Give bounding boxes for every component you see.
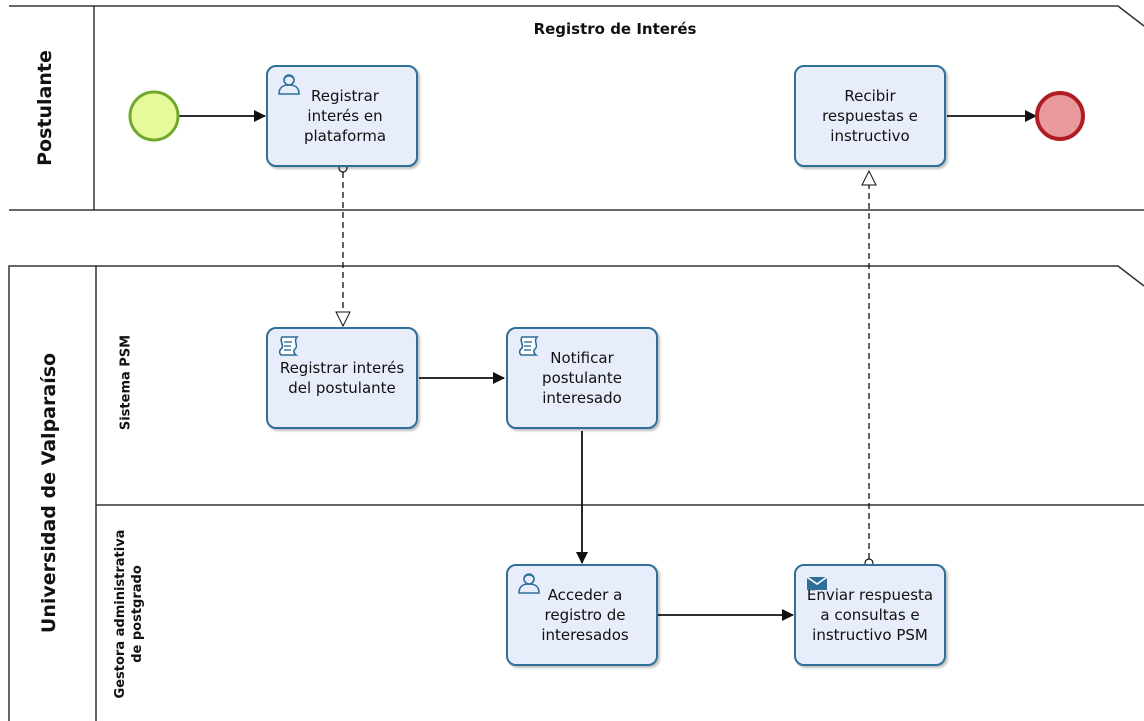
task-label: Recibir respuestas e instructivo xyxy=(822,87,918,145)
lane-gestora-label: Gestora administrativa de postgrado xyxy=(112,514,148,714)
task-registrar-interes-plataforma[interactable]: Registrar interés en plataforma xyxy=(266,65,418,167)
message-flow-enviar-to-recibir xyxy=(865,171,873,568)
lane-gestora-label-line1: Gestora administrativa xyxy=(113,529,128,699)
lane-gestora-label-line2: de postgrado xyxy=(130,565,145,663)
lane-sistema-label: Sistema PSM xyxy=(118,334,134,431)
task-recibir-respuestas[interactable]: Recibir respuestas e instructivo xyxy=(794,65,946,167)
task-label: Registrar interés en plataforma xyxy=(303,87,387,145)
script-icon xyxy=(518,336,539,356)
start-event[interactable] xyxy=(128,90,180,142)
end-event[interactable] xyxy=(1035,91,1085,141)
envelope-icon xyxy=(806,576,828,590)
task-notificar-postulante[interactable]: Notificar postulante interesado xyxy=(506,327,658,429)
diagram-title: Registro de Interés xyxy=(533,20,697,38)
task-label: Enviar respuesta a consultas e instructi… xyxy=(806,586,934,644)
task-registrar-interes-postulante[interactable]: Registrar interés del postulante xyxy=(266,327,418,429)
pool-universidad-border xyxy=(8,265,1144,721)
task-label: Acceder a registro de interesados xyxy=(541,586,629,644)
task-label: Notificar postulante interesado xyxy=(542,349,622,407)
pool-universidad-label: Universidad de Valparaíso xyxy=(38,352,60,634)
task-enviar-respuesta[interactable]: Enviar respuesta a consultas e instructi… xyxy=(794,564,946,666)
pool-postulante-label: Postulante xyxy=(34,50,56,166)
task-label: Registrar interés del postulante xyxy=(279,359,405,397)
user-icon xyxy=(278,74,300,95)
user-icon xyxy=(518,573,540,594)
script-icon xyxy=(278,336,299,356)
message-flow-registrar-to-sistema xyxy=(339,163,347,326)
task-acceder-registro[interactable]: Acceder a registro de interesados xyxy=(506,564,658,666)
pool-postulante-border xyxy=(9,5,1144,211)
